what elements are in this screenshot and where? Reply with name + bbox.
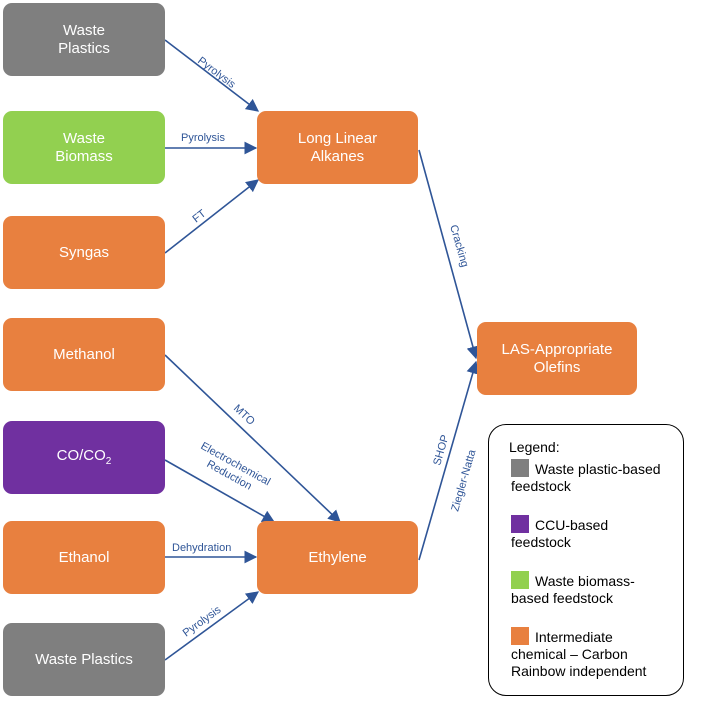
node-label-line: Waste	[63, 21, 105, 39]
node-label-line: Ethylene	[308, 548, 367, 566]
node-ethanol: Ethanol	[3, 521, 165, 594]
legend-swatch-green	[511, 571, 529, 589]
legend-box: Legend: Waste plastic-based feedstock CC…	[488, 424, 684, 696]
legend-swatch-gray	[511, 459, 529, 477]
node-label-line: Waste	[63, 129, 105, 147]
legend-text: Intermediate	[535, 629, 613, 645]
edge-label-pyrolysis-top: Pyrolysis	[195, 55, 238, 91]
node-ethylene: Ethylene	[257, 521, 418, 594]
legend-text: based feedstock	[511, 589, 613, 606]
arrow-waste-plastics-bottom-to-ethylene	[164, 591, 260, 661]
edge-label-cracking: Cracking	[447, 224, 470, 269]
node-label-subscript: 2	[105, 456, 112, 467]
legend-text: feedstock	[511, 477, 571, 494]
node-waste-plastics-top: Waste Plastics	[3, 3, 165, 76]
arrow-alkanes-to-olefins	[418, 149, 480, 360]
arrow-waste-plastics-to-alkanes	[164, 39, 260, 112]
legend-swatch-purple	[511, 515, 529, 533]
edge-label-dehydration: Dehydration	[172, 542, 231, 554]
legend-text: feedstock	[511, 533, 571, 550]
node-methanol: Methanol	[3, 318, 165, 391]
edge-label-pyrolysis-biomass: Pyrolysis	[181, 132, 226, 144]
arrow-methanol-to-ethylene	[164, 354, 341, 523]
arrow-co-co2-to-ethylene	[164, 459, 276, 523]
edge-label-shop: SHOP	[431, 434, 451, 467]
legend-text: Rainbow independent	[511, 662, 647, 679]
node-label-line: Ethanol	[58, 548, 110, 566]
node-waste-plastics-bottom: Waste Plastics	[3, 623, 165, 696]
legend-swatch-orange	[511, 627, 529, 645]
arrow-syngas-to-alkanes	[164, 179, 260, 254]
legend-item-ccu: CCU-based feedstock	[511, 515, 679, 551]
node-label-line: Olefins	[533, 358, 581, 376]
node-label-line: Biomass	[55, 147, 113, 165]
node-label-line: Alkanes	[310, 147, 365, 165]
node-label-line: Syngas	[58, 243, 110, 261]
node-las-appropriate-olefins: LAS-Appropriate Olefins	[477, 322, 637, 395]
legend-title: Legend:	[509, 439, 560, 455]
legend-text: Waste plastic-based	[535, 461, 661, 477]
node-label-line: Plastics	[58, 39, 110, 57]
legend-item-intermediate: Intermediate chemical – Carbon Rainbow i…	[511, 627, 679, 679]
node-label-main: CO/CO	[56, 447, 106, 464]
node-waste-biomass: Waste Biomass	[3, 111, 165, 184]
node-label-line: Methanol	[53, 345, 115, 363]
legend-text: chemical – Carbon	[511, 645, 628, 662]
node-label-line: CO/CO2	[57, 447, 112, 468]
edge-label-ft: FT	[190, 207, 208, 225]
legend-text: Waste biomass-	[535, 573, 635, 589]
node-syngas: Syngas	[3, 216, 165, 289]
node-label-line: Long Linear	[297, 129, 378, 147]
edge-label-mto: MTO	[231, 402, 257, 428]
legend-text: CCU-based	[535, 517, 609, 533]
legend-item-waste-biomass: Waste biomass- based feedstock	[511, 571, 679, 607]
node-co-co2: CO/CO2	[3, 421, 165, 494]
node-long-linear-alkanes: Long Linear Alkanes	[257, 111, 418, 184]
node-label-line: LAS-Appropriate	[501, 340, 613, 358]
node-label-line: Waste Plastics	[35, 650, 133, 668]
edge-label-ziegler-natta: Ziegler-Natta	[449, 448, 478, 513]
arrow-ethylene-to-olefins	[418, 360, 479, 561]
legend-item-waste-plastic: Waste plastic-based feedstock	[511, 459, 679, 495]
